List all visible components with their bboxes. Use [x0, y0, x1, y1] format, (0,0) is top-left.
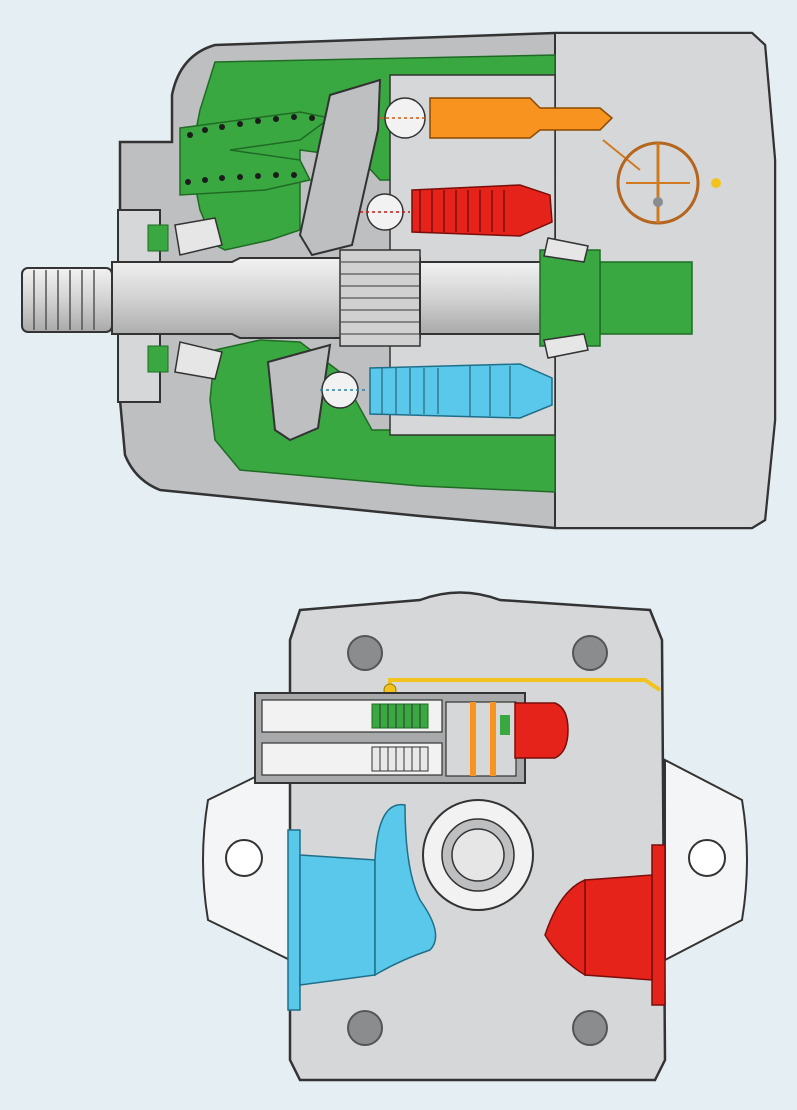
- right-mounting-hole: [688, 839, 726, 877]
- rear-bearings: [543, 237, 589, 359]
- suction-port: [287, 803, 437, 1011]
- rear-shaft-hub: [599, 261, 693, 335]
- left-mounting-hole: [225, 839, 263, 877]
- fin-dots: [185, 114, 315, 185]
- front-bearings: [147, 217, 223, 380]
- pressure-port: [544, 844, 666, 1006]
- end-cover-bolts: [347, 635, 608, 1046]
- rear-bearing-housing: [539, 249, 601, 347]
- swashplate-lower: [266, 343, 332, 442]
- control-valve: [254, 692, 569, 784]
- side-section-view: [21, 31, 777, 530]
- pressure-piston: [360, 184, 553, 237]
- swashplate: [298, 78, 382, 257]
- compensator-ring: [616, 141, 721, 225]
- drive-shaft: [21, 249, 601, 347]
- control-piston: [380, 97, 641, 171]
- drive-hub: [422, 799, 534, 911]
- end-section-view: [202, 591, 748, 1082]
- suction-piston: [320, 363, 553, 419]
